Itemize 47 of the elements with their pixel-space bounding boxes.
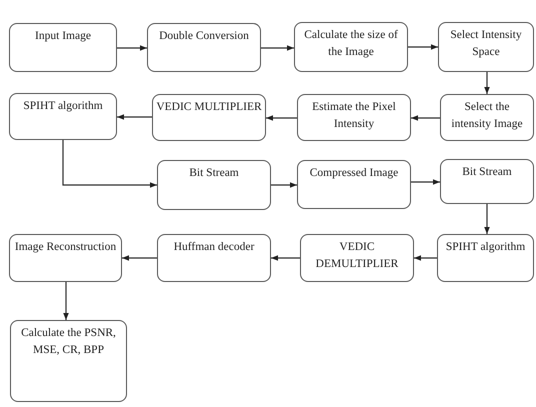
arrow — [122, 255, 157, 261]
arrow — [484, 204, 490, 234]
process-box — [438, 22, 534, 72]
arrow — [414, 255, 437, 261]
box-label: Huffman decoder — [172, 240, 256, 255]
box-label: Estimate the Pixel Intensity — [311, 100, 397, 132]
arrow — [411, 115, 440, 121]
arrow — [63, 282, 69, 320]
arrow — [411, 179, 440, 185]
arrow — [271, 182, 297, 188]
arrow — [117, 114, 152, 120]
process-box — [9, 234, 122, 282]
box-label: Input Image — [34, 29, 92, 44]
process-box — [9, 93, 117, 140]
arrow — [408, 44, 438, 50]
process-box — [437, 234, 534, 282]
process-box — [157, 160, 271, 210]
box-label: Double Conversion — [158, 29, 250, 44]
box-label: Compressed Image — [308, 166, 400, 181]
arrow — [266, 115, 297, 121]
process-box — [152, 94, 266, 141]
box-label: Bit Stream — [461, 165, 513, 180]
box-label: Select Intensity Space — [449, 28, 523, 60]
process-box — [10, 320, 127, 402]
process-box — [157, 234, 271, 282]
arrow — [117, 45, 147, 51]
process-box — [440, 159, 534, 204]
process-box — [9, 23, 117, 72]
process-box — [300, 234, 414, 282]
process-box — [440, 94, 534, 141]
arrow — [261, 45, 294, 51]
box-label: Select the intensity Image — [450, 100, 524, 132]
arrow — [271, 255, 300, 261]
box-label: Bit Stream — [188, 166, 240, 181]
box-label: Image Reconstruction — [14, 240, 118, 255]
box-label: VEDIC DEMULTIPLIER — [314, 240, 400, 272]
arrow — [62, 140, 157, 188]
box-label: Calculate the size of the Image — [303, 28, 399, 60]
arrow — [484, 72, 490, 94]
process-box — [297, 94, 411, 141]
box-label: Calculate the PSNR, MSE, CR, BPP — [20, 326, 117, 358]
box-label: SPIHT algorithm — [444, 240, 526, 255]
process-box — [297, 160, 411, 209]
process-box — [294, 22, 408, 72]
process-box — [147, 23, 261, 72]
box-label: SPIHT algorithm — [22, 99, 104, 114]
box-label: VEDIC MULTIPLIER — [156, 100, 262, 115]
